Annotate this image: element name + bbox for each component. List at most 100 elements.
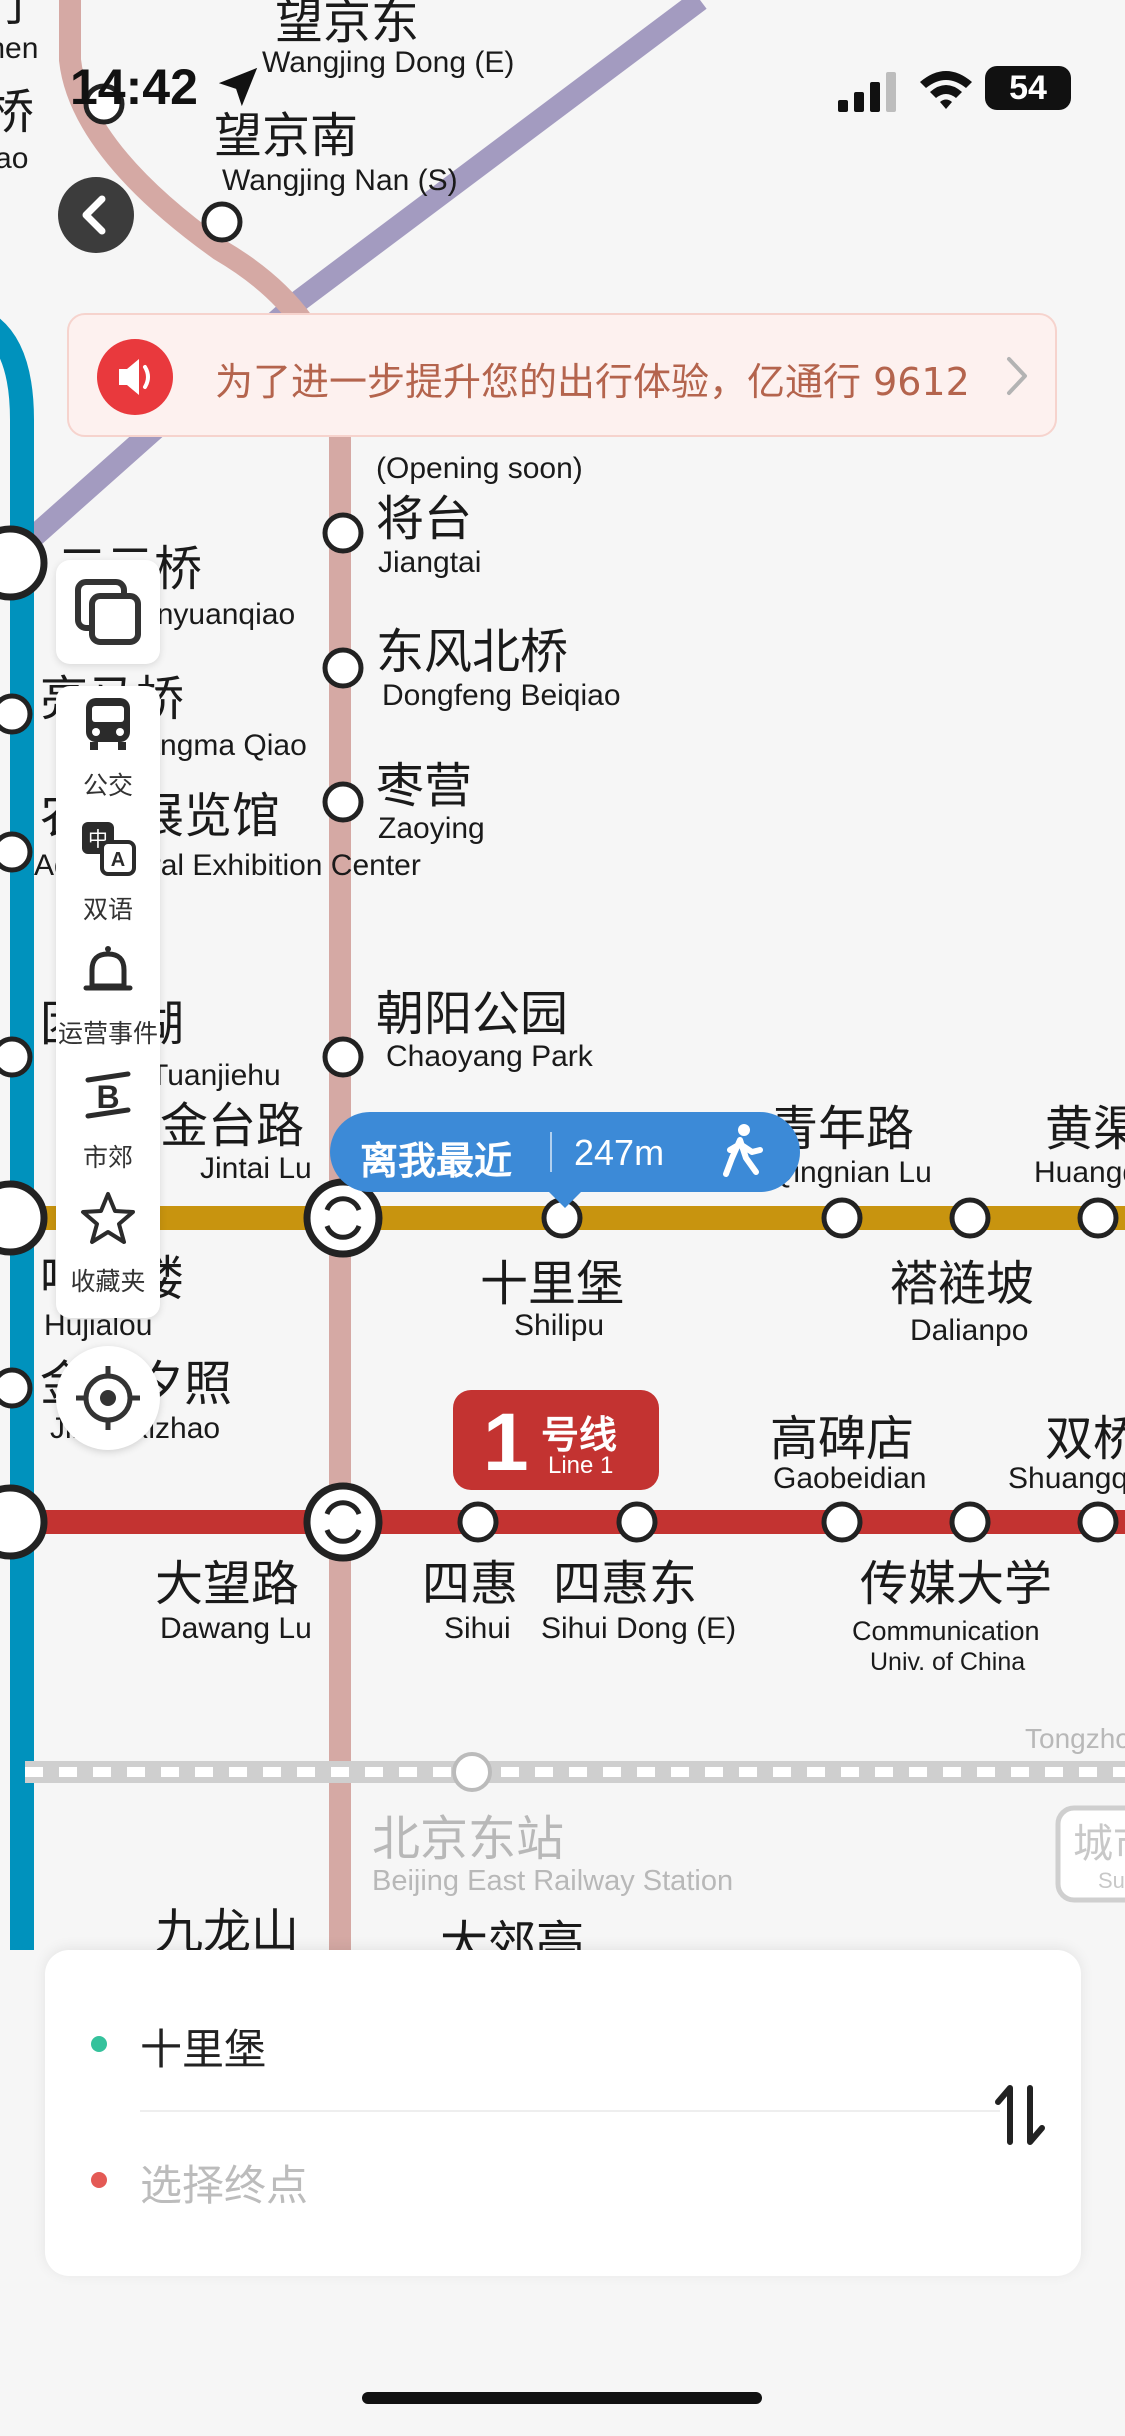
station-dongfengbeiqiao[interactable] [322,647,364,689]
label-dalianpo-en: Dalianpo [910,1314,1028,1347]
origin-dot [91,2036,107,2052]
station-gaobeidian[interactable] [821,1501,863,1543]
label-sihuidong-en: Sihui Dong (E) [541,1612,736,1645]
map-toolbar: 公交 中 A 双语 运营事件 B 市郊 收藏夹 [56,686,160,1318]
label-dongzhimen-en: Dongzhimen [0,32,38,65]
station-shuangqiao[interactable] [1077,1501,1119,1543]
label-huangqu-cn: 黄渠 [1045,1101,1125,1157]
tool-suburban[interactable]: B 市郊 [56,1058,160,1182]
station-huangqu[interactable] [1077,1197,1119,1239]
station-beijingeast[interactable] [452,1752,492,1792]
label-shilipu-cn: 十里堡 [480,1256,624,1312]
route-panel: 十里堡 选择终点 [45,1950,1081,2276]
location-arrow-icon [218,67,258,107]
station-cuc[interactable] [949,1501,991,1543]
interchange-hujialou[interactable] [0,1180,48,1256]
interchange-sanyuanqiao[interactable] [0,525,48,601]
locate-button[interactable] [56,1346,160,1450]
walking-icon [723,1124,763,1177]
label-beixinqiao-en: Beixinqiao [0,142,28,175]
label-shuangqiao-cn: 双桥 [1045,1411,1125,1467]
label-jiangtai-en: Jiangtai [378,546,481,579]
svg-text:B: B [96,1079,119,1115]
label-jintailu-en: Jintai Lu [200,1152,312,1185]
station-sihuidong[interactable] [616,1501,658,1543]
label-jiangtai-cn: 将台 [376,491,472,547]
station-liangmaqiao[interactable] [0,693,33,735]
station-jiangtai[interactable] [322,512,364,554]
notice-text: 为了进一步提升您的出行体验，亿通行 9612 [215,360,970,404]
station-zaoying[interactable] [322,781,364,823]
interchange-guomao[interactable] [0,1484,48,1560]
nearest-label: 离我最近 [360,1139,513,1183]
label-gaobeidian-cn: 高碑店 [770,1411,914,1467]
label-gaobeidian-en: Gaobeidian [773,1462,926,1495]
origin-field[interactable]: 十里堡 [140,2025,267,2074]
tool-bus-label: 公交 [82,771,133,800]
home-indicator[interactable] [362,2392,762,2404]
tool-suburban-label: 市郊 [82,1143,133,1172]
back-button[interactable] [58,177,134,253]
interchange-jintailu[interactable] [303,1178,383,1258]
tool-bus[interactable]: 公交 [56,686,160,810]
label-zaoying-en: Zaoying [378,812,485,845]
tool-events[interactable]: 运营事件 [56,934,160,1058]
label-subcenter-en: Sub-center [1098,1868,1125,1893]
label-zaoying-cn: 枣营 [376,758,472,814]
interchange-dawanglu[interactable] [303,1482,383,1562]
label-sihui-cn: 四惠 [422,1556,518,1612]
station-chaoyangpark[interactable] [322,1036,364,1078]
layers-icon [75,579,141,645]
line-badge-cn: 号线 [541,1413,618,1457]
label-sihuidong-cn: 四惠东 [553,1556,697,1612]
label-jintailu-cn: 金台路 [160,1098,304,1154]
destination-dot [91,2172,107,2188]
station-dalianpo[interactable] [949,1197,991,1239]
label-wangjingdong-cn: 望京东 [275,0,419,50]
chevron-left-icon [82,195,106,235]
label-beixinqiao-cn: 北新桥 [0,84,34,140]
swap-vertical-icon[interactable] [990,2080,1050,2150]
line-15[interactable] [22,0,707,549]
line-10[interactable] [0,318,34,1950]
station-agriculture[interactable] [0,831,33,873]
status-time: 14:42 [70,59,198,115]
label-dongfengbeiqiao-cn: 东风北桥 [376,624,568,680]
label-wangjingnan-cn: 望京南 [214,108,358,164]
bilingual-icon: 中 A [82,822,136,876]
locate-target-icon [76,1366,140,1430]
star-icon [81,1192,135,1244]
label-tuanjiehu-en: Tuanjiehu [150,1059,281,1092]
chevron-right-icon [1007,357,1027,395]
label-dalianpo-cn: 褡裢坡 [890,1256,1034,1312]
destination-field[interactable]: 选择终点 [140,2161,309,2210]
label-opening-soon: (Opening soon) [376,452,583,485]
tool-bilingual[interactable]: 中 A 双语 [56,810,160,934]
label-wangjingdong-en: Wangjing Dong (E) [262,46,514,79]
line-1-badge[interactable]: 1 号线 Line 1 [453,1390,659,1490]
station-sihui[interactable] [457,1501,499,1543]
station-wangjingdong-left[interactable] [83,83,125,125]
nearest-distance: 247m [574,1132,665,1173]
nearest-station-tag[interactable]: 离我最近 247m [330,1112,800,1192]
tool-events-label: 运营事件 [57,1019,158,1048]
wifi-icon [920,71,972,109]
station-qingnianlu[interactable] [821,1197,863,1239]
layers-button[interactable] [56,560,160,664]
station-jintaixizhao[interactable] [0,1367,33,1409]
label-beijingeast-cn: 北京东站 [372,1811,564,1867]
line-badge-number: 1 [483,1397,529,1488]
label-cuc-cn: 传媒大学 [860,1556,1052,1612]
station-tuanjiehu[interactable] [0,1036,33,1078]
svg-text:A: A [111,849,125,871]
subcenter-badge[interactable] [1055,1805,1125,1903]
tool-favorites[interactable]: 收藏夹 [56,1182,160,1306]
station-wangjingnan[interactable] [201,201,243,243]
label-dawanglu-cn: 大望路 [155,1556,299,1612]
label-cuc-en-2: Univ. of China [870,1648,1025,1676]
label-shilipu-en: Shilipu [514,1309,604,1342]
label-beijingeast-en: Beijing East Railway Station [372,1865,733,1897]
nearest-pointer [545,1188,585,1208]
status-bar: 14:42 54 [0,0,1125,150]
notice-banner[interactable]: 为了进一步提升您的出行体验，亿通行 9612 [67,313,1057,437]
